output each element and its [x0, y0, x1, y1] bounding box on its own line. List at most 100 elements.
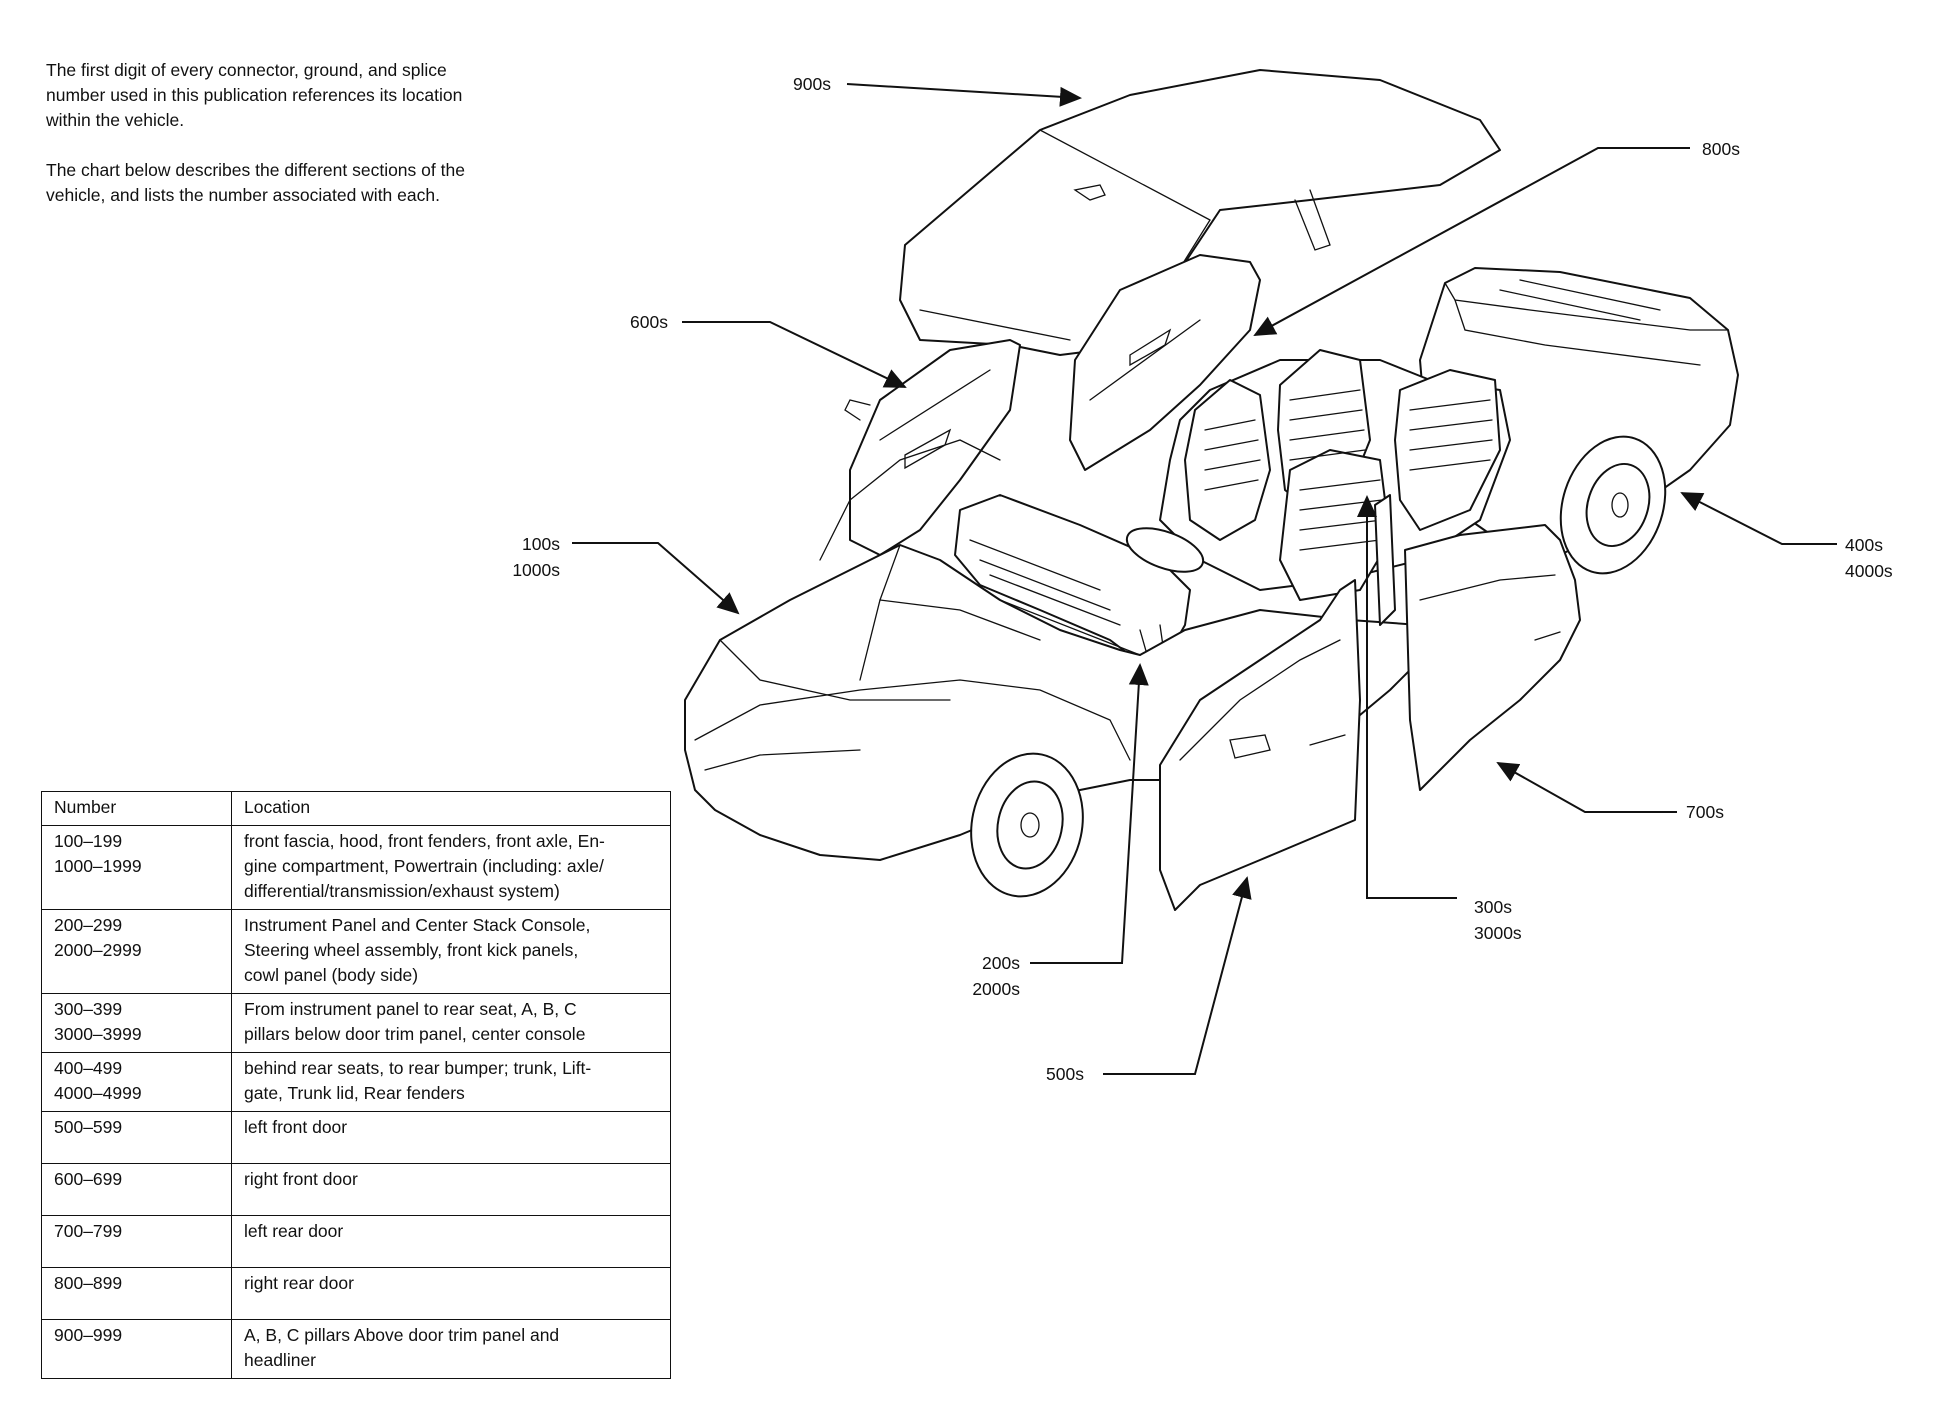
location-cell: From instrument panel to rear seat, A, B…: [231, 993, 671, 1053]
callout-100s: 100s 1000s: [500, 531, 560, 583]
location-text: Instrument Panel and Center Stack Consol…: [244, 915, 591, 935]
number-range: 600–699: [54, 1169, 123, 1189]
location-text: Steering wheel assembly, front kick pane…: [244, 940, 579, 960]
number-range: 100–199: [54, 831, 123, 851]
number-cell: 500–599: [41, 1111, 232, 1164]
number-cell: 700–799: [41, 1215, 232, 1268]
location-cell: behind rear seats, to rear bumper; trunk…: [231, 1052, 671, 1112]
number-range: 700–799: [54, 1221, 123, 1241]
callout-label: 3000s: [1474, 923, 1522, 943]
location-text: right rear door: [244, 1273, 354, 1293]
table-header-row: Number Location: [41, 791, 671, 826]
location-cell: left front door: [231, 1111, 671, 1164]
roof-drawing: [899, 69, 1501, 356]
location-cell: front fascia, hood, front fenders, front…: [231, 825, 671, 910]
callout-leader-lines: [572, 83, 1837, 1075]
table-row: 600–699 right front door: [41, 1163, 671, 1216]
number-range: 900–999: [54, 1325, 123, 1345]
front-body-drawing: [684, 439, 1431, 898]
number-cell: 900–999: [41, 1319, 232, 1379]
location-text: From instrument panel to rear seat, A, B…: [244, 999, 577, 1019]
table-row: 800–899 right rear door: [41, 1267, 671, 1320]
intro-paragraph-2-line: The chart below describes the different …: [46, 160, 465, 180]
column-header-location: Location: [231, 791, 671, 826]
location-cell: right front door: [231, 1163, 671, 1216]
intro-text: The first digit of every connector, grou…: [46, 58, 536, 233]
location-text: behind rear seats, to rear bumper; trunk…: [244, 1058, 592, 1078]
column-header-number: Number: [41, 791, 232, 826]
number-cell: 100–199 1000–1999: [41, 825, 232, 910]
location-number-table: Number Location 100–199 1000–1999 front …: [41, 791, 671, 1379]
callout-label: 300s: [1474, 897, 1512, 917]
number-cell: 600–699: [41, 1163, 232, 1216]
number-cell: 400–499 4000–4999: [41, 1052, 232, 1112]
callout-label: 4000s: [1845, 561, 1893, 581]
number-cell: 200–299 2000–2999: [41, 909, 232, 994]
number-range: 2000–2999: [54, 940, 142, 960]
right-front-door-drawing: [844, 339, 1021, 556]
table-row: 500–599 left front door: [41, 1111, 671, 1164]
intro-paragraph-1-line: The first digit of every connector, grou…: [46, 60, 447, 80]
callout-label: 500s: [1046, 1064, 1084, 1084]
right-rear-door-drawing: [1069, 254, 1261, 471]
number-range: 4000–4999: [54, 1083, 142, 1103]
table-row: 700–799 left rear door: [41, 1215, 671, 1268]
location-text: cowl panel (body side): [244, 965, 419, 985]
callout-600s: 600s: [630, 309, 668, 335]
number-range: 200–299: [54, 915, 123, 935]
location-text: differential/transmission/exhaust system…: [244, 881, 560, 901]
table-row: 400–499 4000–4999 behind rear seats, to …: [41, 1052, 671, 1112]
intro-paragraph-2: The chart below describes the different …: [46, 158, 536, 208]
number-cell: 300–399 3000–3999: [41, 993, 232, 1053]
location-cell: left rear door: [231, 1215, 671, 1268]
number-range: 300–399: [54, 999, 123, 1019]
left-rear-door-drawing: [1404, 524, 1581, 791]
number-range: 400–499: [54, 1058, 123, 1078]
number-range: 800–899: [54, 1273, 123, 1293]
callout-label: 600s: [630, 312, 668, 332]
callout-800s: 800s: [1702, 136, 1740, 162]
location-text: A, B, C pillars Above door trim panel an…: [244, 1325, 560, 1345]
callout-label: 1000s: [512, 560, 560, 580]
table-row: 900–999 A, B, C pillars Above door trim …: [41, 1319, 671, 1379]
seats-drawing: [1159, 349, 1511, 601]
rear-section-drawing: [1419, 267, 1739, 575]
location-text: front fascia, hood, front fenders, front…: [244, 831, 605, 851]
callout-label: 2000s: [972, 979, 1020, 999]
location-text: right front door: [244, 1169, 358, 1189]
callout-300s: 300s 3000s: [1474, 894, 1522, 946]
location-text: gate, Trunk lid, Rear fenders: [244, 1083, 465, 1103]
location-text: pillars below door trim panel, center co…: [244, 1024, 586, 1044]
location-cell: A, B, C pillars Above door trim panel an…: [231, 1319, 671, 1379]
location-cell: right rear door: [231, 1267, 671, 1320]
callout-900s: 900s: [793, 71, 831, 97]
callout-200s: 200s 2000s: [955, 950, 1020, 1002]
number-range: 1000–1999: [54, 856, 142, 876]
location-text: gine compartment, Powertrain (including:…: [244, 856, 604, 876]
callout-label: 900s: [793, 74, 831, 94]
intro-paragraph-2-line: vehicle, and lists the number associated…: [46, 185, 440, 205]
callout-700s: 700s: [1686, 799, 1724, 825]
callout-400s: 400s 4000s: [1845, 532, 1893, 584]
number-range: 3000–3999: [54, 1024, 142, 1044]
table-row: 300–399 3000–3999 From instrument panel …: [41, 993, 671, 1053]
callout-label: 100s: [522, 534, 560, 554]
callout-label: 400s: [1845, 535, 1883, 555]
pillar-drawing: [1374, 494, 1396, 626]
location-text: left front door: [244, 1117, 348, 1137]
table-row: 100–199 1000–1999 front fascia, hood, fr…: [41, 825, 671, 910]
intro-paragraph-1: The first digit of every connector, grou…: [46, 58, 536, 133]
table-row: 200–299 2000–2999 Instrument Panel and C…: [41, 909, 671, 994]
intro-paragraph-1-line: number used in this publication referenc…: [46, 85, 463, 105]
callout-label: 200s: [982, 953, 1020, 973]
number-range: 500–599: [54, 1117, 123, 1137]
location-text: headliner: [244, 1350, 316, 1370]
left-front-door-drawing: [1159, 579, 1361, 911]
callout-500s: 500s: [1046, 1061, 1084, 1087]
location-cell: Instrument Panel and Center Stack Consol…: [231, 909, 671, 994]
callout-label: 700s: [1686, 802, 1724, 822]
callout-label: 800s: [1702, 139, 1740, 159]
location-text: left rear door: [244, 1221, 344, 1241]
number-cell: 800–899: [41, 1267, 232, 1320]
